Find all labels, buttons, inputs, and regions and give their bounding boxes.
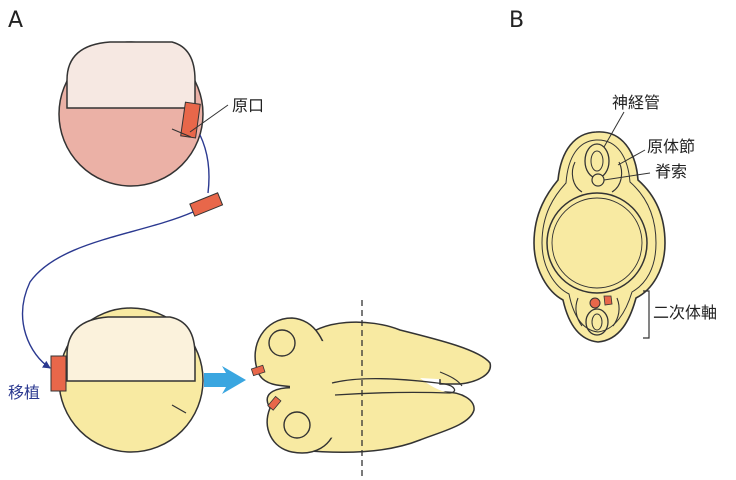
panel-b-label: B bbox=[509, 8, 524, 33]
host-graft bbox=[51, 356, 66, 391]
donor-embryo: 原口 bbox=[59, 42, 264, 186]
transfer-path-upper bbox=[200, 135, 209, 193]
section-yolk-inner bbox=[552, 198, 642, 288]
twinned-embryo bbox=[251, 300, 490, 476]
secondary-axis-label: 二次体軸 bbox=[653, 303, 717, 322]
somite-label: 原体節 bbox=[647, 137, 695, 156]
secondary-axis-bracket bbox=[643, 291, 649, 338]
secondary-notochord bbox=[590, 298, 600, 308]
notochord-label: 脊索 bbox=[655, 162, 687, 181]
excised-graft bbox=[190, 193, 223, 216]
transplant-label: 移植 bbox=[8, 383, 40, 402]
panel-a-label: A bbox=[8, 8, 23, 33]
neural-tube-label: 神経管 bbox=[612, 93, 660, 112]
twin-eye-primary bbox=[269, 330, 295, 356]
notochord bbox=[592, 174, 604, 186]
cross-section: 神経管 原体節 脊索 二次体軸 bbox=[534, 93, 717, 342]
twin-eye-secondary bbox=[284, 412, 310, 438]
host-embryo: 移植 bbox=[8, 308, 203, 452]
donor-blastocoel bbox=[67, 42, 195, 108]
secondary-graft-mark bbox=[604, 296, 612, 305]
blastopore-label: 原口 bbox=[232, 96, 264, 115]
host-blastocoel bbox=[67, 317, 195, 381]
development-arrow bbox=[204, 366, 246, 394]
